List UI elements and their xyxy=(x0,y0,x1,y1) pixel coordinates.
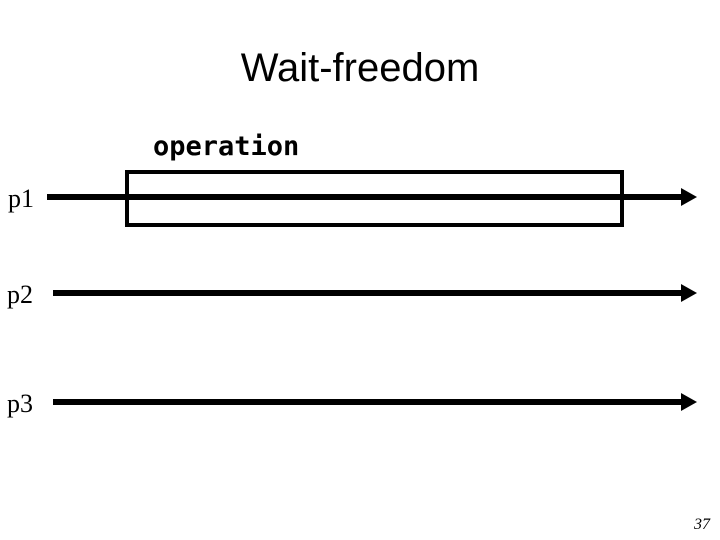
process-label-p2: p2 xyxy=(7,280,33,309)
p3-arrowhead-icon xyxy=(681,393,697,411)
p1-arrowhead-icon xyxy=(681,188,697,206)
slide-title: Wait-freedom xyxy=(240,46,480,90)
p3-timeline-arrow xyxy=(53,393,697,411)
operation-label: operation xyxy=(153,131,300,162)
p2-arrowhead-icon xyxy=(681,284,697,302)
operation-box xyxy=(125,170,624,227)
process-label-p3: p3 xyxy=(7,389,33,418)
process-label-p1: p1 xyxy=(8,184,34,213)
p2-timeline-arrow xyxy=(53,284,697,302)
p1-timeline-arrow xyxy=(47,188,697,206)
page-number: 37 xyxy=(694,516,710,533)
